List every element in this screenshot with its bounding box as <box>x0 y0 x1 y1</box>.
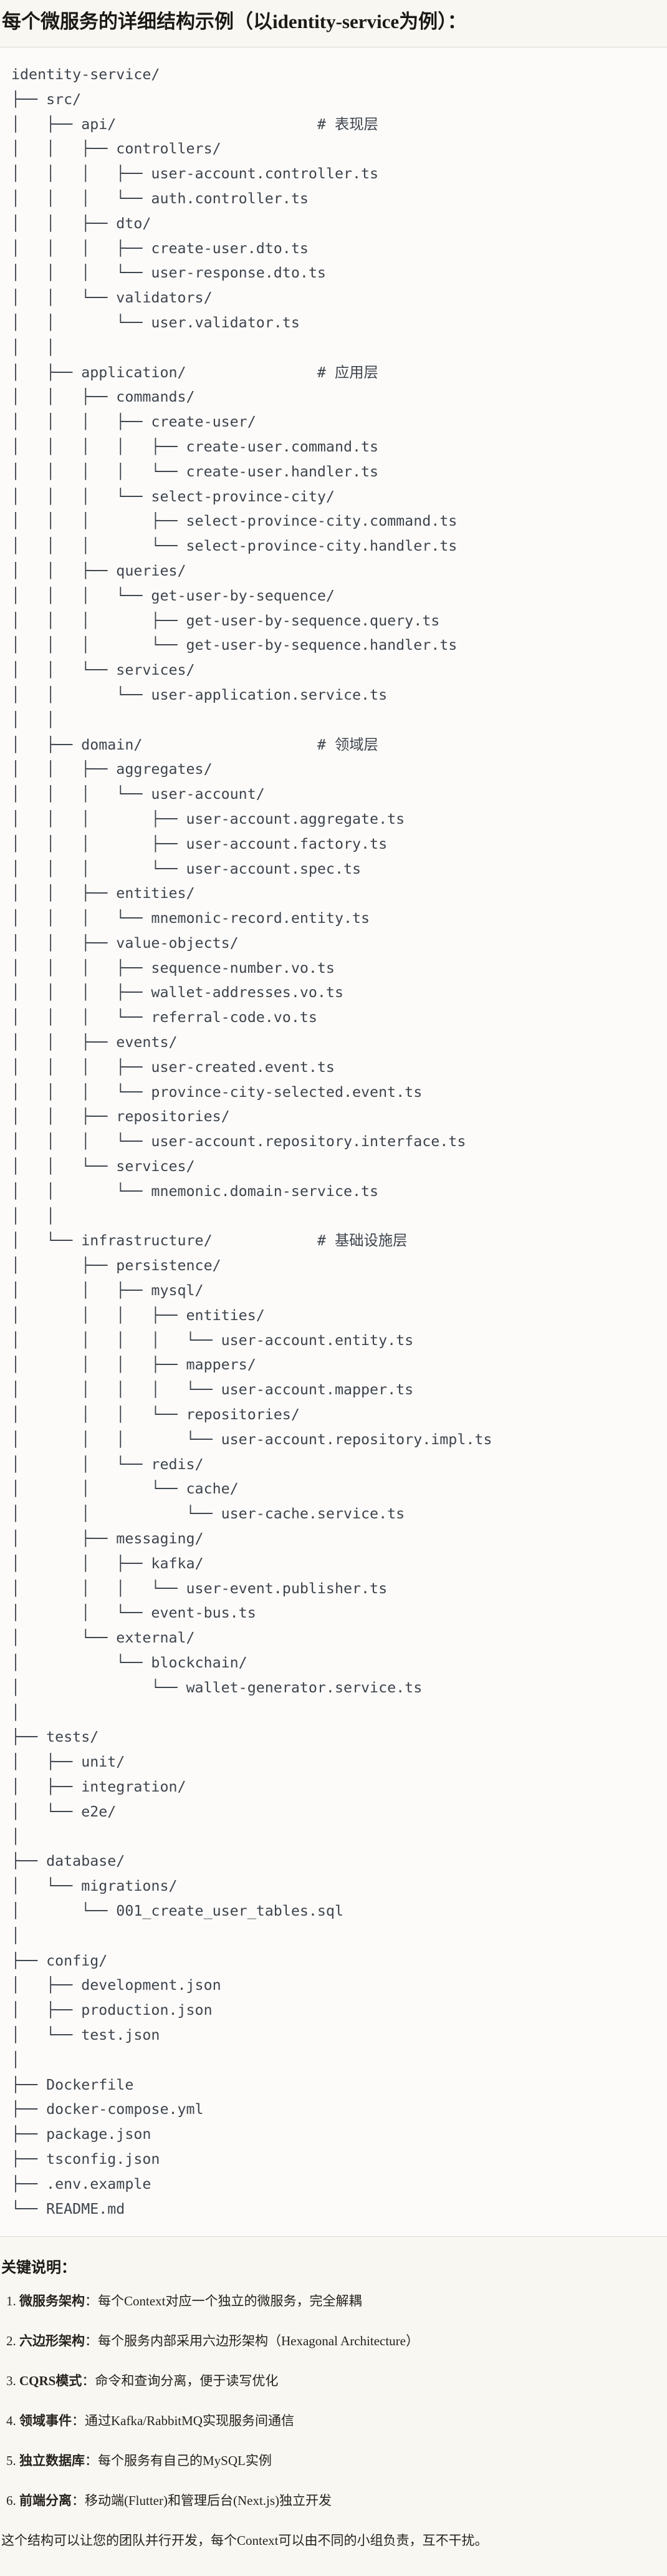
note-number: 5. <box>6 2453 19 2469</box>
note-label: 前端分离 <box>19 2493 72 2509</box>
note-label: 微服务架构 <box>19 2294 85 2309</box>
note-number: 4. <box>6 2413 19 2429</box>
note-item-microservices: 1. 微服务架构：每个Context对应一个独立的微服务，完全解耦 <box>1 2291 657 2311</box>
note-label: 独立数据库 <box>19 2453 85 2469</box>
note-number: 6. <box>6 2493 19 2509</box>
note-item-database: 5. 独立数据库：每个服务有自己的MySQL实例 <box>1 2451 657 2471</box>
note-text: ：每个服务有自己的MySQL实例 <box>85 2453 272 2469</box>
note-text: ：每个Context对应一个独立的微服务，完全解耦 <box>85 2294 362 2309</box>
notes-heading: 关键说明： <box>1 2260 76 2277</box>
summary-paragraph: 这个结构可以让您的团队并行开发，每个Context可以由不同的小组负责，互不干扰… <box>1 2533 488 2549</box>
note-label: 领域事件 <box>19 2413 72 2429</box>
note-label: 六边形架构 <box>19 2333 85 2349</box>
note-item-cqrs: 3. CQRS模式：命令和查询分离，便于读写优化 <box>1 2371 657 2391</box>
note-item-hexagonal: 2. 六边形架构：每个服务内部采用六边形架构（Hexagonal Archite… <box>1 2331 657 2351</box>
note-text: ：命令和查询分离，便于读写优化 <box>82 2373 279 2389</box>
directory-tree: identity-service/ ├── src/ │ ├── api/ # … <box>11 66 492 2217</box>
note-item-domain-events: 4. 领域事件：通过Kafka/RabbitMQ实现服务间通信 <box>1 2411 657 2431</box>
note-item-frontend: 6. 前端分离：移动端(Flutter)和管理后台(Next.js)独立开发 <box>1 2491 657 2511</box>
note-label: CQRS模式 <box>19 2373 82 2389</box>
notes-section: 关键说明： 1. 微服务架构：每个Context对应一个独立的微服务，完全解耦 … <box>1 2257 657 2550</box>
note-text: ：通过Kafka/RabbitMQ实现服务间通信 <box>72 2413 294 2429</box>
page-title: 每个微服务的详细结构示例（以identity-service为例）： <box>2 11 467 32</box>
code-block: identity-service/ ├── src/ │ ├── api/ # … <box>0 47 667 2237</box>
note-text: ：移动端(Flutter)和管理后台(Next.js)独立开发 <box>72 2493 332 2509</box>
note-number: 3. <box>6 2373 19 2389</box>
note-number: 1. <box>6 2294 19 2309</box>
note-text: ：每个服务内部采用六边形架构（Hexagonal Architecture） <box>85 2333 419 2349</box>
note-number: 2. <box>6 2333 19 2349</box>
